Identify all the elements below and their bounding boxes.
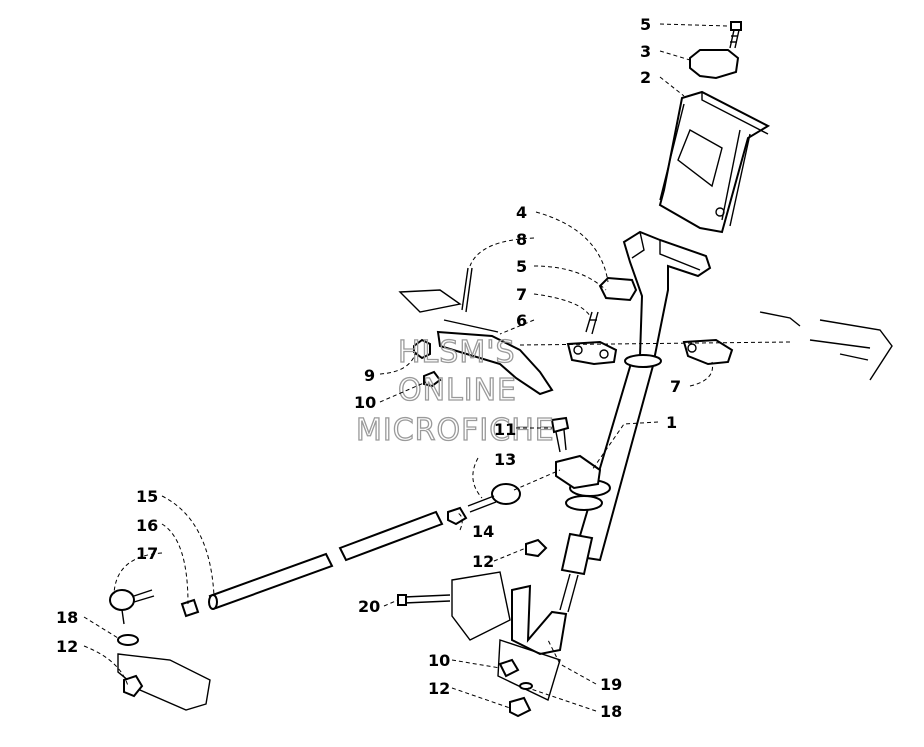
callout-20: 20 xyxy=(358,597,380,616)
nut-12b xyxy=(123,674,144,698)
spindle-arm xyxy=(117,653,211,711)
leader-lines xyxy=(83,23,729,712)
pitman-arm xyxy=(555,454,602,490)
nut-12a xyxy=(525,538,548,558)
watermark-line1: HLSM'S xyxy=(398,335,516,370)
nut-14 xyxy=(447,506,468,526)
callout-19: 19 xyxy=(600,675,622,694)
callout-15: 15 xyxy=(136,487,158,506)
tie-rod xyxy=(208,510,444,610)
watermark-line2: ONLINE xyxy=(398,373,517,408)
callout-8: 8 xyxy=(516,230,527,249)
clamp-screw xyxy=(585,311,599,335)
handlebar-clamp-cap xyxy=(689,49,740,80)
callout-5: 5 xyxy=(640,15,651,34)
nut-16 xyxy=(180,598,200,618)
callout-14: 14 xyxy=(472,522,494,541)
nut-12c xyxy=(509,696,532,718)
callout-4: 4 xyxy=(516,203,527,222)
washer-18b xyxy=(519,682,533,690)
callout-9: 9 xyxy=(364,366,375,385)
callout-10: 10 xyxy=(354,393,376,412)
callout-12: 12 xyxy=(428,679,450,698)
callout-17: 17 xyxy=(136,544,158,563)
callout-2: 2 xyxy=(640,68,651,87)
callout-12: 12 xyxy=(472,552,494,571)
tie-rod-end-13 xyxy=(467,483,521,513)
callout-18: 18 xyxy=(56,608,78,627)
callout-labels: 5 3 2 4 8 5 7 6 9 10 7 1 11 13 15 16 14 … xyxy=(56,15,681,721)
nut-10a xyxy=(423,370,442,388)
callout-18: 18 xyxy=(600,702,622,721)
tie-rod-end-17 xyxy=(109,589,155,625)
steering-block xyxy=(451,571,511,641)
callout-16: 16 xyxy=(136,516,158,535)
steering-bracket xyxy=(511,584,568,656)
washer-18a xyxy=(117,634,139,646)
watermark: HLSM'S ONLINE MICROFICHE xyxy=(355,334,555,448)
callout-7: 7 xyxy=(516,285,527,304)
steering-post xyxy=(559,230,712,613)
handlebar-pad xyxy=(658,90,771,234)
callout-11: 11 xyxy=(494,420,516,439)
nut-10b xyxy=(498,658,520,678)
bolt-20 xyxy=(397,594,451,606)
brake-lever xyxy=(436,330,554,396)
bolt-11 xyxy=(550,416,570,453)
parts-drawing xyxy=(109,21,893,718)
screw-top xyxy=(729,21,742,49)
callout-1: 1 xyxy=(666,413,677,432)
throttle-housing xyxy=(759,311,893,381)
callout-3: 3 xyxy=(640,42,651,61)
callout-13: 13 xyxy=(494,450,516,469)
lower-clamp xyxy=(598,276,638,302)
callout-12: 12 xyxy=(56,637,78,656)
callout-10: 10 xyxy=(428,651,450,670)
callout-5: 5 xyxy=(516,257,527,276)
callout-7: 7 xyxy=(670,377,681,396)
watermark-line3: MICROFICHE xyxy=(356,413,555,448)
callout-6: 6 xyxy=(516,311,527,330)
nut-9 xyxy=(413,338,431,360)
